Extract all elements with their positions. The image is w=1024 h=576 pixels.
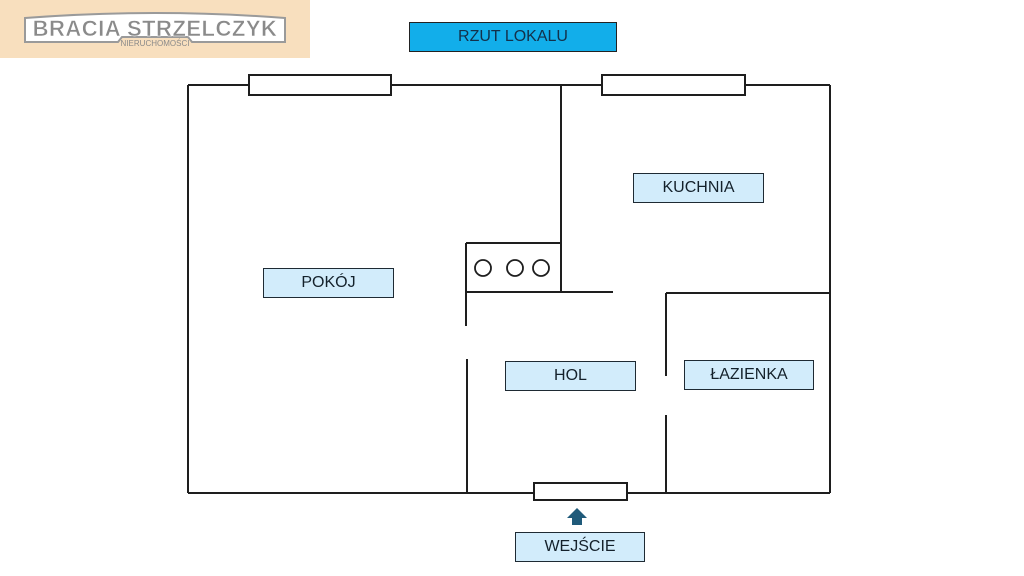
entrance-label: WEJŚCIE: [515, 532, 645, 562]
arrow-up-icon: [567, 508, 587, 525]
room-label-kuchnia: KUCHNIA: [633, 173, 764, 203]
stove-burner-icon: [506, 259, 524, 277]
logo-banner-shape: [24, 12, 286, 43]
room-label-lazienka: ŁAZIENKA: [684, 360, 814, 390]
stove-burner-icon: [474, 259, 492, 277]
window-left: [248, 74, 392, 96]
logo-brand-text: BRACIA STRZELCZYK: [32, 16, 278, 42]
window-right: [601, 74, 746, 96]
company-logo: BRACIA STRZELCZYK NIERUCHOMOŚCI: [0, 0, 310, 58]
room-label-pokoj: POKÓJ: [263, 268, 394, 298]
room-label-hol: HOL: [505, 361, 636, 391]
stove-burner-icon: [532, 259, 550, 277]
logo-tagline: NIERUCHOMOŚCI: [120, 39, 190, 48]
plan-title: RZUT LOKALU: [409, 22, 617, 52]
entrance-door: [533, 482, 628, 501]
logo-badge: BRACIA STRZELCZYK NIERUCHOMOŚCI: [22, 12, 288, 48]
